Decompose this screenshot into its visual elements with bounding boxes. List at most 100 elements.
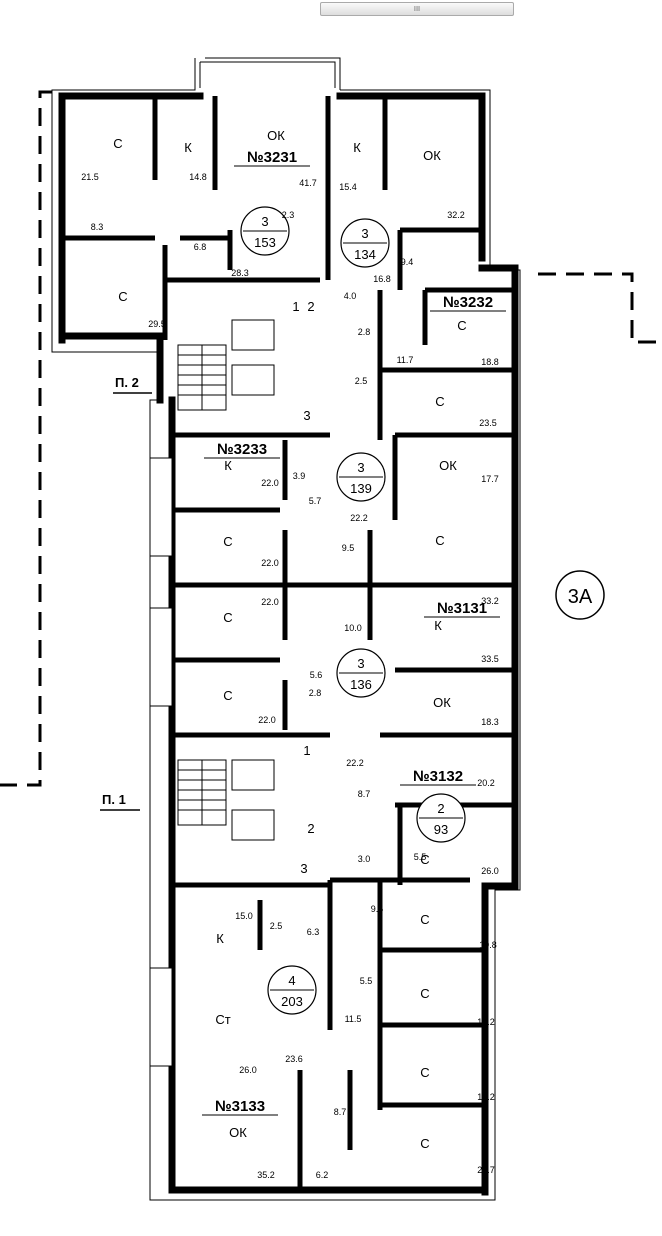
room-type-label: С [420, 986, 429, 1001]
room-type-label: К [353, 140, 361, 155]
room-area-label: 15.0 [235, 911, 253, 921]
room-area-label: 5.5 [360, 976, 373, 986]
apartment-number: №3231 [247, 149, 297, 166]
room-type-label: С [223, 610, 232, 625]
stairs [177, 319, 275, 841]
room-area-label: 22.0 [261, 558, 279, 568]
room-area-label: 3.9 [293, 471, 306, 481]
room-type-label: К [184, 140, 192, 155]
room-area-label: 2.5 [355, 376, 368, 386]
room-type-label: С [223, 688, 232, 703]
room-type-label: К [224, 458, 232, 473]
room-area-label: 22.0 [258, 715, 276, 725]
apartment-area-circles [240, 206, 466, 1015]
room-area-label: 33.2 [481, 596, 499, 606]
room-area-label: 26.0 [481, 866, 499, 876]
elevator-number: 2 [307, 821, 314, 836]
room-type-label: С [118, 289, 127, 304]
room-area-label: 16.8 [373, 274, 391, 284]
apartment-total-area: 203 [281, 994, 303, 1009]
apartment-number: №3232 [443, 294, 493, 311]
room-area-label: 2.3 [282, 210, 295, 220]
horizontal-scrollbar[interactable]: III [320, 2, 514, 16]
room-area-label: 24.7 [477, 1165, 495, 1175]
room-type-label: С [420, 1065, 429, 1080]
room-type-label: С [457, 318, 466, 333]
stair-label: П. 2 [115, 375, 139, 390]
room-type-label: К [216, 931, 224, 946]
room-area-label: 8.7 [334, 1107, 347, 1117]
room-area-label: 11.7 [397, 355, 414, 365]
room-area-label: 15.4 [339, 182, 357, 192]
room-type-label: С [435, 394, 444, 409]
room-area-label: 22.0 [261, 478, 279, 488]
section-circle [555, 570, 605, 620]
room-type-label: ОК [439, 458, 457, 473]
room-type-label: С [435, 533, 444, 548]
apartment-number: №3133 [215, 1098, 265, 1115]
interior-walls [62, 96, 515, 1190]
stair-label: П. 1 [102, 792, 126, 807]
room-area-label: 14.8 [189, 172, 207, 182]
elevator-number: 3 [300, 861, 307, 876]
room-area-label: 33.5 [481, 654, 499, 664]
apartment-number: №3131 [437, 600, 487, 617]
elevator-number: 3 [303, 408, 310, 423]
room-type-label: С [113, 136, 122, 151]
room-area-label: 18.3 [481, 717, 499, 727]
room-type-label: ОК [433, 695, 451, 710]
elevator-number: 1 [303, 743, 310, 758]
room-area-label: 23.5 [479, 418, 497, 428]
room-area-label: 19.2 [477, 1092, 495, 1102]
apartment-rooms-count: 3 [261, 214, 268, 229]
circle-dividers [243, 230, 463, 991]
room-area-label: 8.3 [91, 222, 104, 232]
room-type-label: ОК [267, 128, 285, 143]
scrollbar-grip[interactable]: III [413, 5, 421, 13]
room-area-label: 19.8 [479, 940, 497, 950]
room-area-label: 19.2 [477, 1017, 495, 1027]
room-area-label: 8.7 [358, 789, 371, 799]
room-area-label: 9.5 [342, 543, 355, 553]
room-area-label: 35.2 [257, 1170, 275, 1180]
room-area-label: 2.8 [309, 688, 322, 698]
apartment-total-area: 136 [350, 677, 372, 692]
apartment-rooms-count: 3 [357, 656, 364, 671]
room-area-label: 32.2 [447, 210, 465, 220]
room-area-label: 5.5 [414, 852, 427, 862]
room-area-label: 2.5 [270, 921, 283, 931]
room-area-label: 10.0 [344, 623, 362, 633]
room-type-label: ОК [229, 1125, 247, 1140]
room-area-label: 6.8 [194, 242, 207, 252]
apartment-rooms-count: 3 [357, 460, 364, 475]
room-type-label: С [223, 534, 232, 549]
room-type-label: Ст [215, 1012, 230, 1027]
apartment-number: №3132 [413, 768, 463, 785]
room-type-label: С [420, 912, 429, 927]
room-area-label: 26.0 [239, 1065, 257, 1075]
room-area-label: 23.6 [285, 1054, 303, 1064]
apartment-rooms-count: 2 [437, 801, 444, 816]
apartment-total-area: 139 [350, 481, 372, 496]
room-type-label: С [420, 852, 429, 867]
room-area-label: 41.7 [299, 178, 317, 188]
apartment-total-area: 134 [354, 247, 376, 262]
apartment-number: №3233 [217, 441, 267, 458]
room-area-label: 28.3 [231, 268, 249, 278]
room-area-label: 11.5 [345, 1014, 362, 1024]
room-area-label: 6.2 [316, 1170, 329, 1180]
room-area-label: 22.0 [261, 597, 279, 607]
room-area-label: 18.8 [481, 357, 499, 367]
apartment-rooms-count: 4 [288, 973, 295, 988]
room-area-label: 4.0 [344, 291, 357, 301]
room-type-label: С [420, 1136, 429, 1151]
room-area-label: 9.5 [371, 904, 384, 914]
room-area-label: 22.2 [346, 758, 364, 768]
room-area-label: 2.8 [358, 327, 371, 337]
room-area-label: 3.0 [358, 854, 371, 864]
room-area-label: 6.3 [307, 927, 320, 937]
room-area-label: 22.2 [350, 513, 368, 523]
room-area-label: 20.2 [477, 778, 495, 788]
room-area-label: 17.7 [481, 474, 499, 484]
exterior-walls [58, 92, 519, 1196]
